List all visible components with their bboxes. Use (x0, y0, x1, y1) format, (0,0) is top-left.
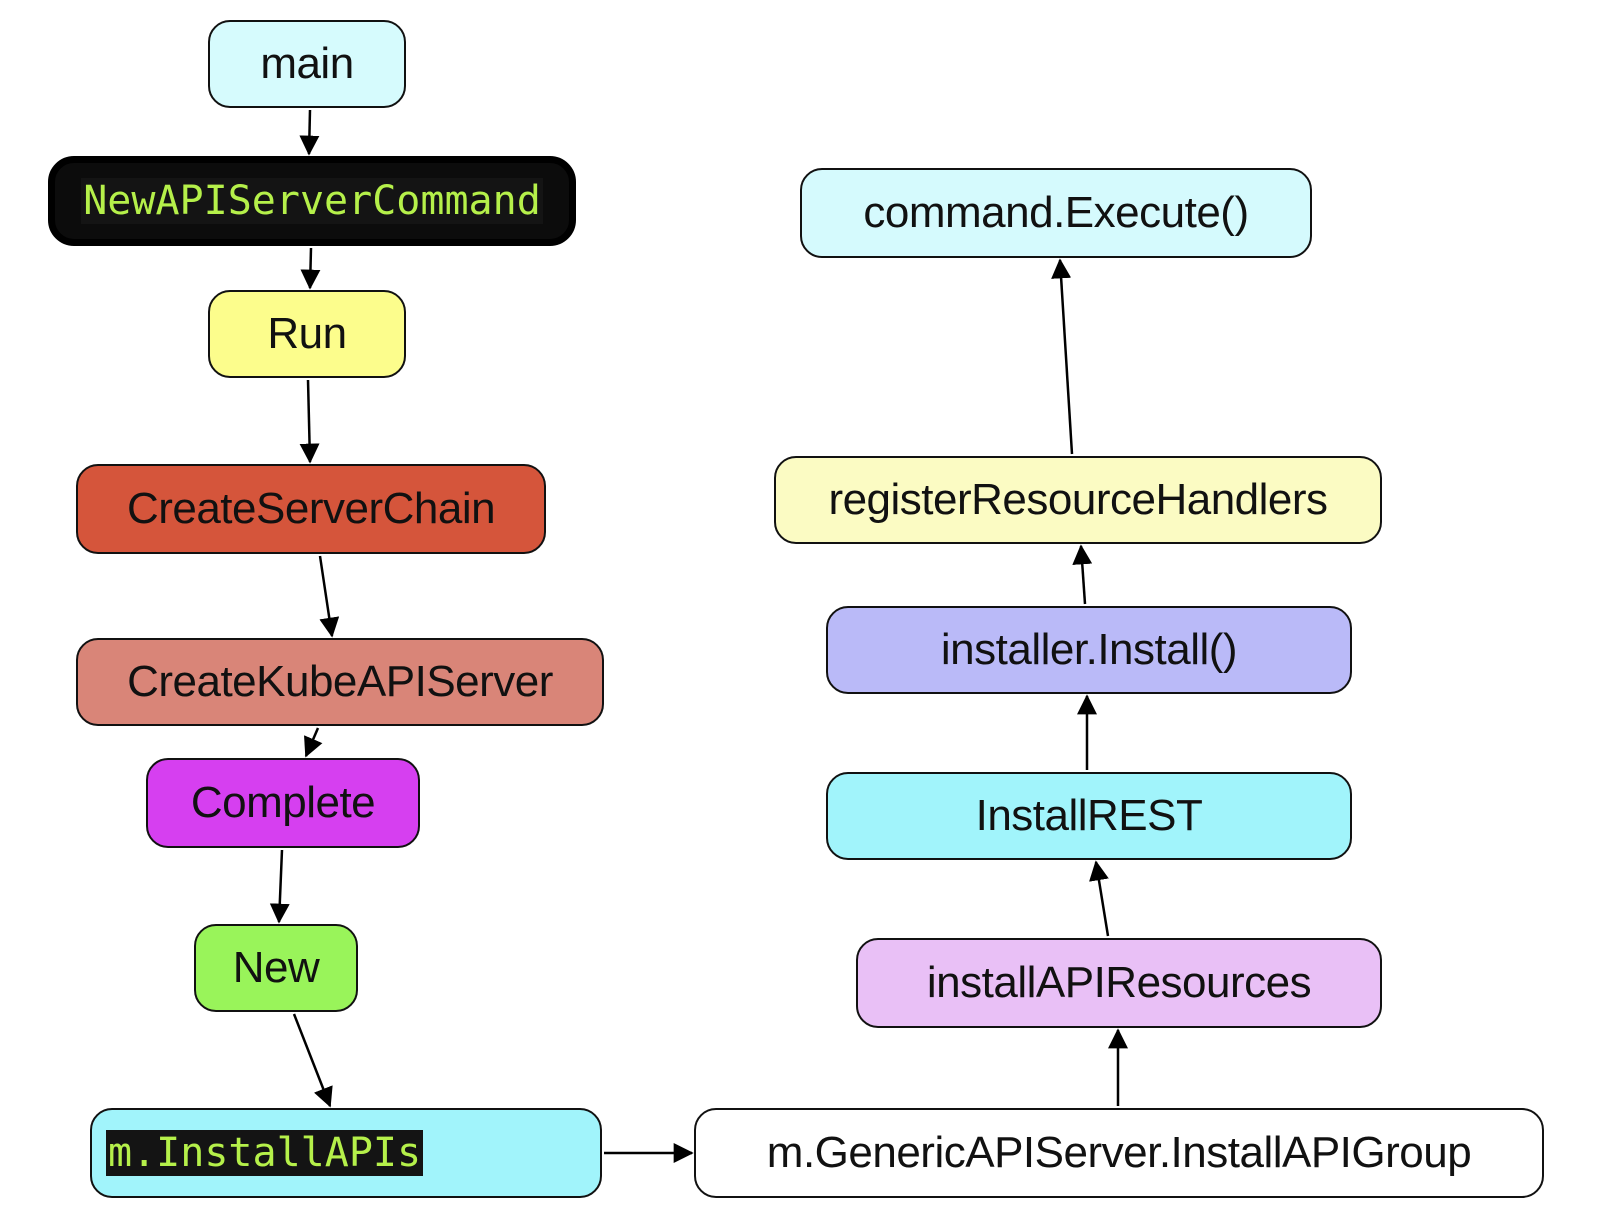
node-install-rest-label: InstallREST (975, 791, 1203, 840)
edge-create-server-chain-to-create-kube-api-server (318, 555, 340, 638)
node-new-api-server-command-label: NewAPIServerCommand (81, 178, 543, 224)
node-install-api-resources-label: installAPIResources (926, 958, 1312, 1007)
node-installer-install-label: installer.Install() (940, 625, 1238, 674)
node-create-kube-api-server: CreateKubeAPIServer (76, 638, 604, 726)
edge-new-api-server-command-to-run (300, 247, 321, 290)
node-installer-install: installer.Install() (826, 606, 1352, 694)
node-install-api-group-label: m.GenericAPIServer.InstallAPIGroup (766, 1128, 1472, 1177)
node-install-api-group: m.GenericAPIServer.InstallAPIGroup (694, 1108, 1544, 1198)
node-m-install-apis: m.InstallAPIs (90, 1108, 602, 1198)
node-main-label: main (260, 39, 354, 88)
node-create-server-chain: CreateServerChain (76, 464, 546, 554)
node-register-resource-handlers-label: registerResourceHandlers (828, 475, 1328, 524)
node-main: main (208, 20, 406, 108)
node-register-resource-handlers: registerResourceHandlers (774, 456, 1382, 544)
edge-installer-install-to-register-resource-handlers (1072, 544, 1093, 605)
node-command-execute-label: command.Execute() (863, 188, 1249, 237)
node-complete-label: Complete (190, 778, 376, 827)
node-new-api-server-command: NewAPIServerCommand (48, 156, 576, 246)
node-create-kube-api-server-label: CreateKubeAPIServer (127, 657, 553, 706)
edge-complete-to-new (269, 849, 290, 924)
node-m-install-apis-label: m.InstallAPIs (106, 1130, 424, 1176)
edge-install-api-resources-to-install-rest (1089, 860, 1110, 937)
node-run: Run (208, 290, 406, 378)
edge-register-resource-handlers-to-command-execute (1051, 258, 1074, 455)
edge-main-to-new-api-server-command (299, 109, 320, 156)
node-command-execute: command.Execute() (800, 168, 1312, 258)
node-run-label: Run (267, 309, 347, 358)
edge-run-to-create-server-chain (299, 379, 320, 464)
node-create-server-chain-label: CreateServerChain (126, 484, 496, 533)
node-new: New (194, 924, 358, 1012)
node-new-label: New (232, 943, 320, 992)
node-install-rest: InstallREST (826, 772, 1352, 860)
edge-new-to-m-install-apis (292, 1013, 333, 1108)
node-complete: Complete (146, 758, 420, 848)
edge-create-kube-api-server-to-complete (304, 727, 323, 758)
node-install-api-resources: installAPIResources (856, 938, 1382, 1028)
